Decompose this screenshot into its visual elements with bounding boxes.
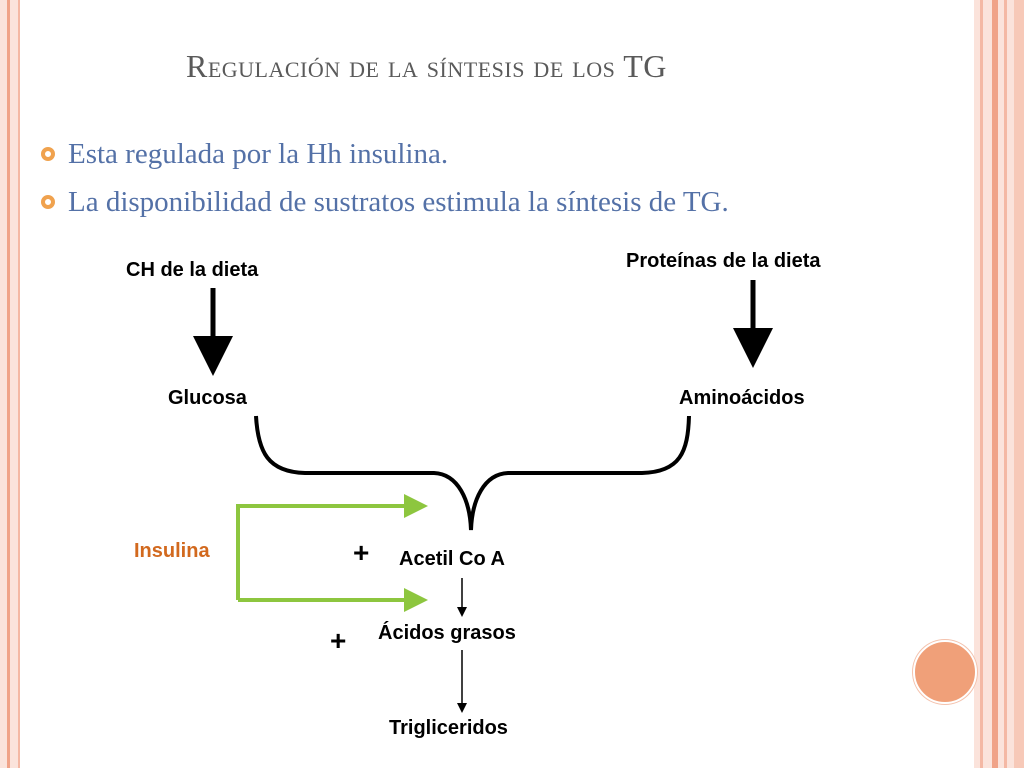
node-aminoacidos: Aminoácidos (679, 387, 805, 409)
node-trigliceridos: Trigliceridos (389, 717, 508, 739)
node-insulina: Insulina (134, 540, 210, 562)
node-acetil-coa: Acetil Co A (399, 548, 505, 570)
right-frame-border (974, 0, 1024, 768)
bullet-text: Esta regulada por la Hh insulina. (68, 138, 449, 170)
insulina-arrow-acetil (236, 494, 428, 600)
decorative-circle-icon (913, 640, 977, 704)
node-acidos-grasos: Ácidos grasos (378, 621, 516, 644)
left-frame-line (7, 0, 10, 768)
node-ch-dieta: CH de la dieta (126, 259, 259, 281)
plus-sign-acetil: + (353, 537, 369, 568)
bullet-item: Esta regulada por la Hh insulina. (38, 136, 729, 172)
right-frame-stripe (980, 0, 983, 768)
right-frame-stripe (1014, 0, 1024, 768)
node-glucosa: Glucosa (168, 387, 248, 409)
bullet-item: La disponibilidad de sustratos estimula … (38, 184, 729, 220)
brace-join (254, 415, 691, 531)
bullet-circle-icon (41, 147, 55, 161)
bullet-text: La disponibilidad de sustratos estimula … (68, 186, 729, 218)
slide-title: Regulación de la síntesis de los TG (186, 48, 667, 84)
right-frame-stripe (1004, 0, 1007, 768)
node-proteinas-dieta: Proteínas de la dieta (626, 250, 821, 272)
left-frame-border (0, 0, 20, 768)
plus-sign-acidos: + (330, 625, 346, 656)
bullet-list: Esta regulada por la Hh insulina. La dis… (38, 136, 729, 232)
bullet-circle-icon (41, 195, 55, 209)
right-frame-stripe (992, 0, 998, 768)
